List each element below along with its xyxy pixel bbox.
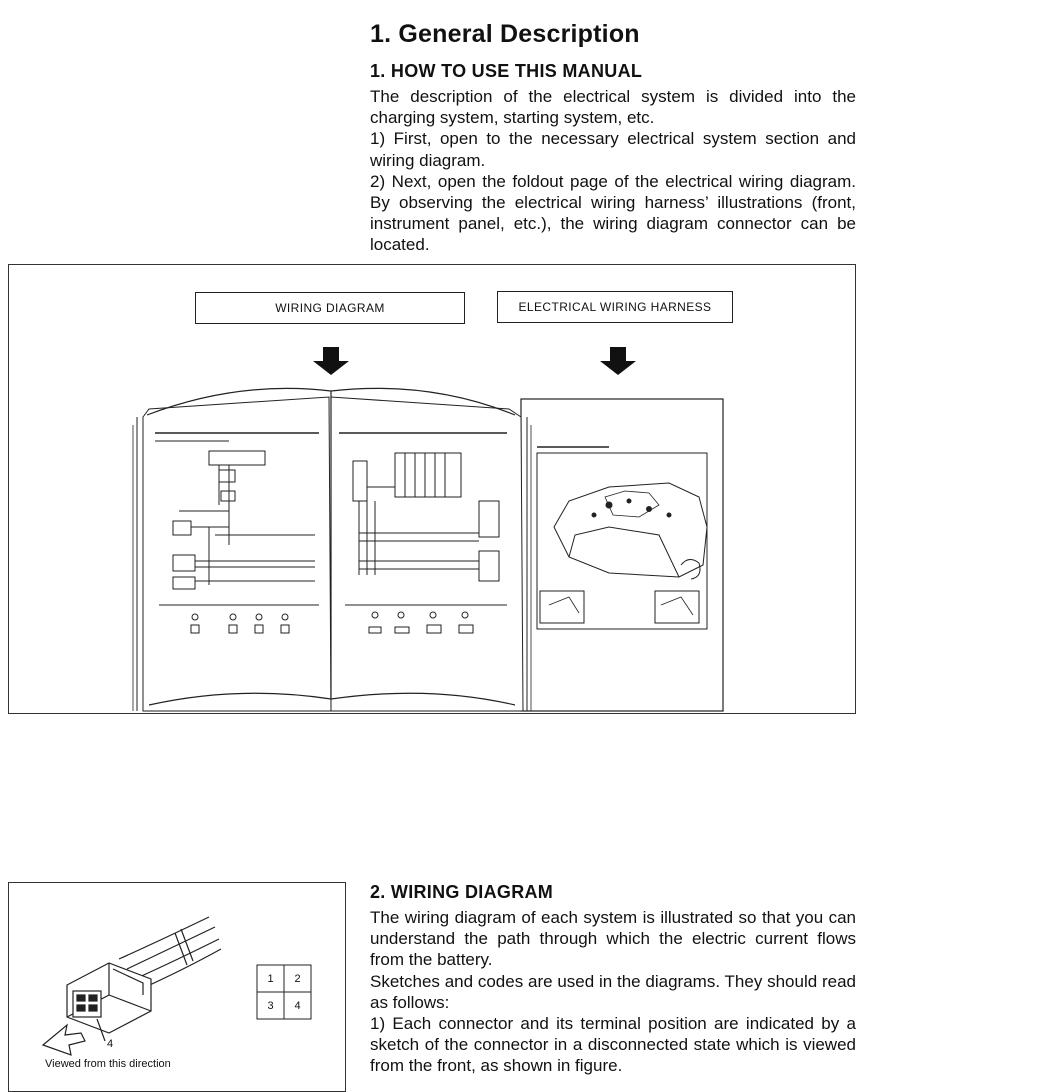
paragraph: 2) Next, open the foldout page of the el… [370, 171, 856, 255]
paragraph: The wiring diagram of each system is ill… [370, 908, 856, 970]
manual-illustration [132, 347, 724, 712]
wiring-diagram-text: The wiring diagram of each system is ill… [370, 907, 856, 1077]
down-arrow-icon [313, 347, 349, 375]
wiring-diagram-heading: 2. WIRING DIAGRAM [370, 882, 554, 902]
how-to-use-heading: 1. HOW TO USE THIS MANUAL [370, 61, 643, 81]
harness-page [520, 398, 724, 712]
terminal-4: 4 [294, 999, 301, 1012]
wiring-diagram-label: WIRING DIAGRAM [195, 292, 465, 324]
manual-usage-figure: WIRING DIAGRAM ELECTRICAL WIRING HARNESS [8, 264, 856, 714]
paragraph: 1) First, open to the necessary electric… [370, 129, 856, 170]
view-direction-caption: Viewed from this direction [45, 1058, 171, 1070]
paragraph: 1) Each connector and its terminal posit… [370, 1014, 856, 1076]
left-page-schematic [155, 432, 319, 634]
callout-label: 4 [107, 1038, 114, 1050]
terminal-1: 1 [267, 972, 274, 985]
open-book [132, 387, 532, 712]
right-page-schematic [339, 432, 507, 634]
paragraph: Sketches and codes are used in the diagr… [370, 971, 856, 1012]
connector-figure: 1 2 3 4 4 Viewed from this direction [8, 882, 346, 1092]
paragraph: The description of the electrical system… [370, 87, 856, 128]
how-to-use-text: The description of the electrical system… [370, 86, 856, 256]
terminal-2: 2 [294, 972, 301, 985]
down-arrow-icon [600, 347, 636, 375]
section-title: 1. General Description [370, 20, 640, 48]
electrical-wiring-harness-label: ELECTRICAL WIRING HARNESS [497, 291, 733, 323]
connector-sketch [41, 916, 312, 1056]
terminal-3: 3 [267, 999, 274, 1012]
